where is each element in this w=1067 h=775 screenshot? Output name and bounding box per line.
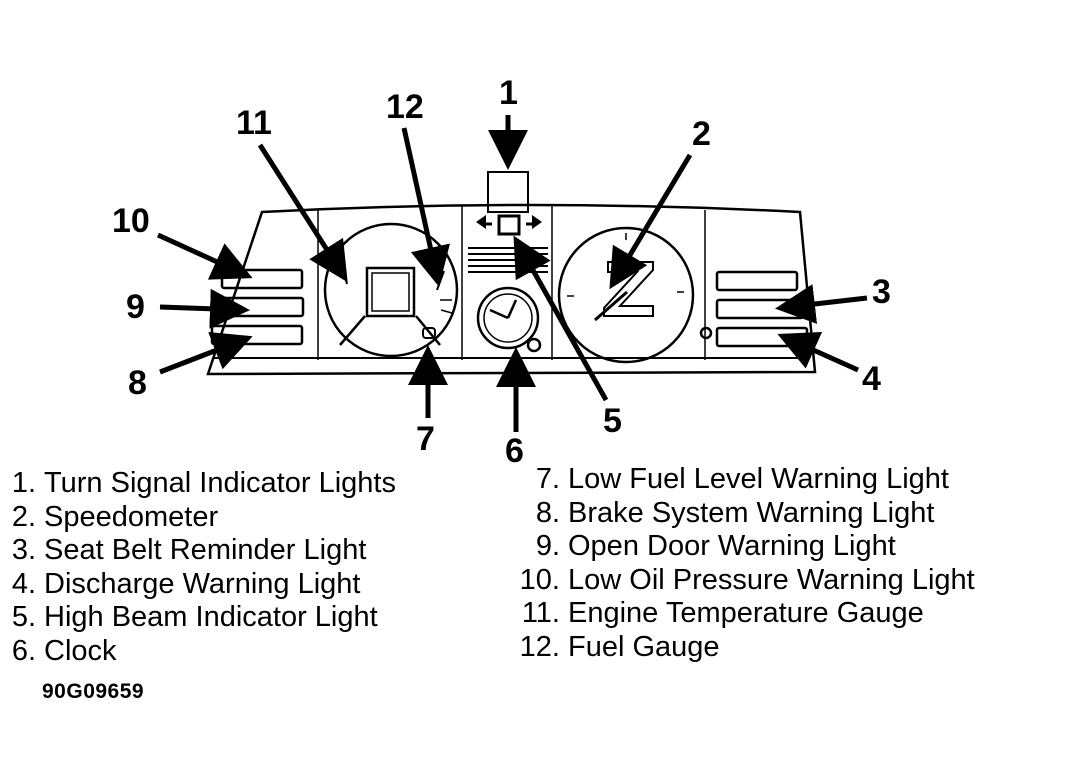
legend-right-column: 7.Low Fuel Level Warning Light 8.Brake S… xyxy=(496,463,975,664)
engine-temperature-gauge xyxy=(323,222,459,358)
legend-number: 3. xyxy=(11,534,36,566)
legend-label: Speedometer xyxy=(44,500,219,533)
legend-number: 10. xyxy=(519,563,560,596)
callout-4: 4 xyxy=(862,360,881,398)
legend-number: 12. xyxy=(519,630,560,663)
callout-2: 2 xyxy=(692,115,711,153)
callout-3: 3 xyxy=(872,273,891,311)
callout-5: 5 xyxy=(603,402,622,440)
speedometer xyxy=(557,226,695,364)
legend-number: 8. xyxy=(535,496,560,529)
legend-item-5: 5.High Beam Indicator Light xyxy=(0,601,396,635)
callout-12: 12 xyxy=(386,88,424,126)
legend-item-12: 12.Fuel Gauge xyxy=(496,631,975,665)
legend-number: 9. xyxy=(535,530,560,562)
legend-item-6: 6.Clock xyxy=(0,635,396,669)
callout-10: 10 xyxy=(112,202,150,240)
legend-item-10: 10.Low Oil Pressure Warning Light xyxy=(496,564,975,598)
legend-label: Brake System Warning Light xyxy=(568,496,935,529)
legend-number: 1. xyxy=(11,467,36,499)
legend-label: Low Oil Pressure Warning Light xyxy=(568,563,975,596)
legend-label: Seat Belt Reminder Light xyxy=(44,534,367,566)
legend-label: Clock xyxy=(44,634,117,667)
legend-item-8: 8.Brake System Warning Light xyxy=(496,497,975,531)
callout-numbers: 1 2 3 4 5 6 7 8 9 10 11 12 xyxy=(112,74,891,470)
legend-item-11: 11.Engine Temperature Gauge xyxy=(496,597,975,631)
callout-11: 11 xyxy=(236,104,272,142)
leader-5 xyxy=(513,235,609,402)
legend-number: 6. xyxy=(11,634,36,667)
legend-item-3: 3.Seat Belt Reminder Light xyxy=(0,534,396,568)
leader-3 xyxy=(775,284,868,324)
callout-leaders xyxy=(156,115,868,432)
legend-label: Low Fuel Level Warning Light xyxy=(568,463,949,495)
leader-2 xyxy=(609,153,693,290)
legend-number: 2. xyxy=(11,500,36,533)
leader-12 xyxy=(401,127,450,287)
legend-number: 4. xyxy=(11,567,36,600)
callout-9: 9 xyxy=(126,288,145,326)
clock xyxy=(476,286,542,353)
legend-number: 7. xyxy=(535,463,560,495)
legend-label: Open Door Warning Light xyxy=(568,530,896,562)
legend-label: High Beam Indicator Light xyxy=(44,601,378,633)
leader-8 xyxy=(159,331,253,375)
leader-10 xyxy=(156,232,253,280)
legend-number: 5. xyxy=(11,601,36,633)
figure-code: 90G09659 xyxy=(42,680,145,703)
legend-item-4: 4.Discharge Warning Light xyxy=(0,568,396,602)
legend-item-2: 2.Speedometer xyxy=(0,501,396,535)
callout-7: 7 xyxy=(416,420,435,458)
center-indicator-panel xyxy=(468,214,548,273)
callout-8: 8 xyxy=(128,364,147,402)
low-fuel-light xyxy=(422,327,436,339)
legend-label: Engine Temperature Gauge xyxy=(568,597,924,629)
legend-label: Fuel Gauge xyxy=(568,630,720,663)
callout-6: 6 xyxy=(505,432,524,470)
legend-label: Discharge Warning Light xyxy=(44,567,361,600)
legend-left-column: 1.Turn Signal Indicator Lights 2.Speedom… xyxy=(0,467,396,668)
legend-item-1: 1.Turn Signal Indicator Lights xyxy=(0,467,396,501)
leader-1-bracket xyxy=(487,171,529,213)
legend-item-9: 9.Open Door Warning Light xyxy=(496,530,975,564)
legend-number: 11. xyxy=(521,597,560,629)
legend-label: Turn Signal Indicator Lights xyxy=(44,467,396,499)
legend-item-7: 7.Low Fuel Level Warning Light xyxy=(496,463,975,497)
leader-11 xyxy=(257,143,348,283)
instrument-cluster-diagram: 1 2 3 4 5 6 7 8 9 10 11 12 xyxy=(112,74,891,470)
callout-1: 1 xyxy=(499,74,518,112)
leader-4 xyxy=(777,332,860,373)
leader-9 xyxy=(159,288,250,329)
